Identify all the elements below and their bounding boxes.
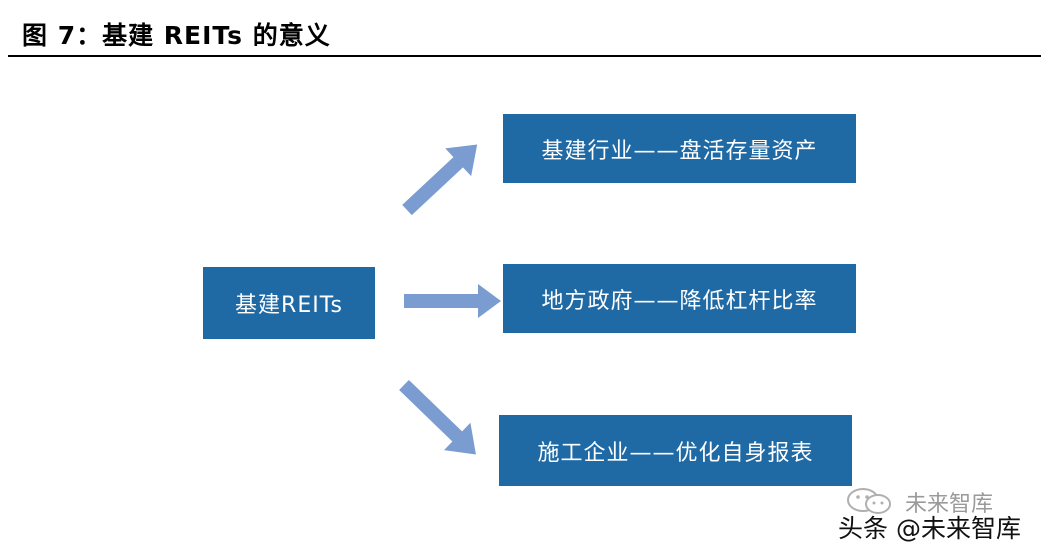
source-box-reits: 基建REITs xyxy=(203,267,375,339)
arrow-right xyxy=(404,284,501,318)
target-box-construction-firms: 施工企业——优化自身报表 xyxy=(499,415,852,486)
target-box-label: 地方政府——降低杠杆比率 xyxy=(541,288,818,314)
target-box-label: 基建行业——盘活存量资产 xyxy=(541,138,818,164)
target-box-label: 施工企业——优化自身报表 xyxy=(537,440,814,466)
figure-title: 图 7：基建 REITs 的意义 xyxy=(22,21,331,50)
source-box-label: 基建REITs xyxy=(235,293,343,318)
wechat-icon xyxy=(847,488,891,514)
target-box-local-government: 地方政府——降低杠杆比率 xyxy=(503,264,856,333)
watermark-source: 头条 @未来智库 xyxy=(838,514,1021,543)
watermark-text: 未来智库 xyxy=(905,492,994,517)
target-box-infrastructure: 基建行业——盘活存量资产 xyxy=(503,114,856,183)
arrow-down-right xyxy=(399,379,476,455)
title-underline xyxy=(8,55,1041,57)
arrow-up-right xyxy=(402,144,478,216)
